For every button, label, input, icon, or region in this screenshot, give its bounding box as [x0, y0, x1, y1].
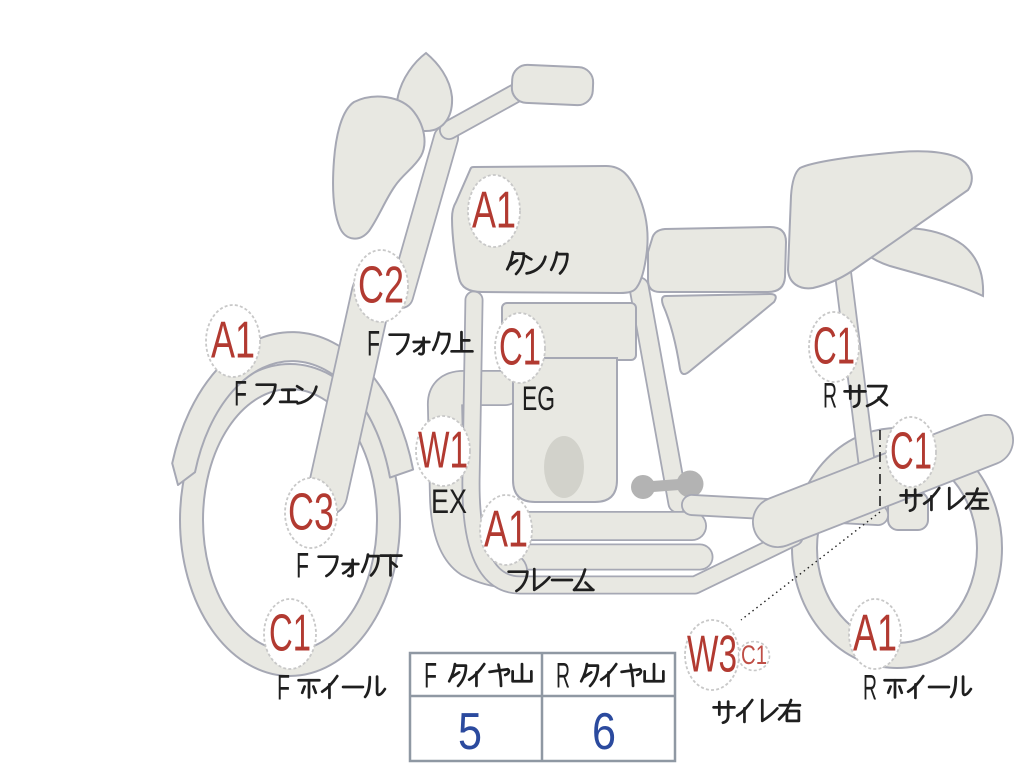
svg-text:C1: C1 — [890, 423, 932, 481]
svg-text:A1: A1 — [853, 605, 897, 663]
svg-text:R: R — [556, 657, 570, 696]
svg-text:C1: C1 — [741, 640, 767, 670]
svg-text:F: F — [277, 669, 290, 708]
svg-text:R: R — [823, 377, 837, 416]
svg-text:C1: C1 — [269, 605, 311, 663]
svg-text:A1: A1 — [484, 501, 528, 559]
svg-text:F: F — [296, 547, 309, 586]
svg-text:6: 6 — [592, 703, 616, 761]
svg-text:C3: C3 — [288, 484, 334, 542]
svg-text:A1: A1 — [472, 182, 516, 240]
svg-text:F: F — [234, 375, 247, 414]
svg-text:F: F — [367, 325, 380, 364]
svg-text:W1: W1 — [418, 422, 468, 480]
svg-text:5: 5 — [458, 703, 482, 761]
svg-text:W3: W3 — [687, 626, 737, 684]
svg-text:F: F — [424, 657, 437, 696]
svg-text:EX: EX — [431, 483, 467, 521]
svg-text:C2: C2 — [358, 257, 404, 315]
svg-text:A1: A1 — [211, 312, 255, 370]
svg-text:C1: C1 — [499, 319, 541, 377]
svg-text:R: R — [863, 669, 877, 708]
svg-text:EG: EG — [522, 380, 555, 418]
svg-text:C1: C1 — [813, 318, 855, 376]
